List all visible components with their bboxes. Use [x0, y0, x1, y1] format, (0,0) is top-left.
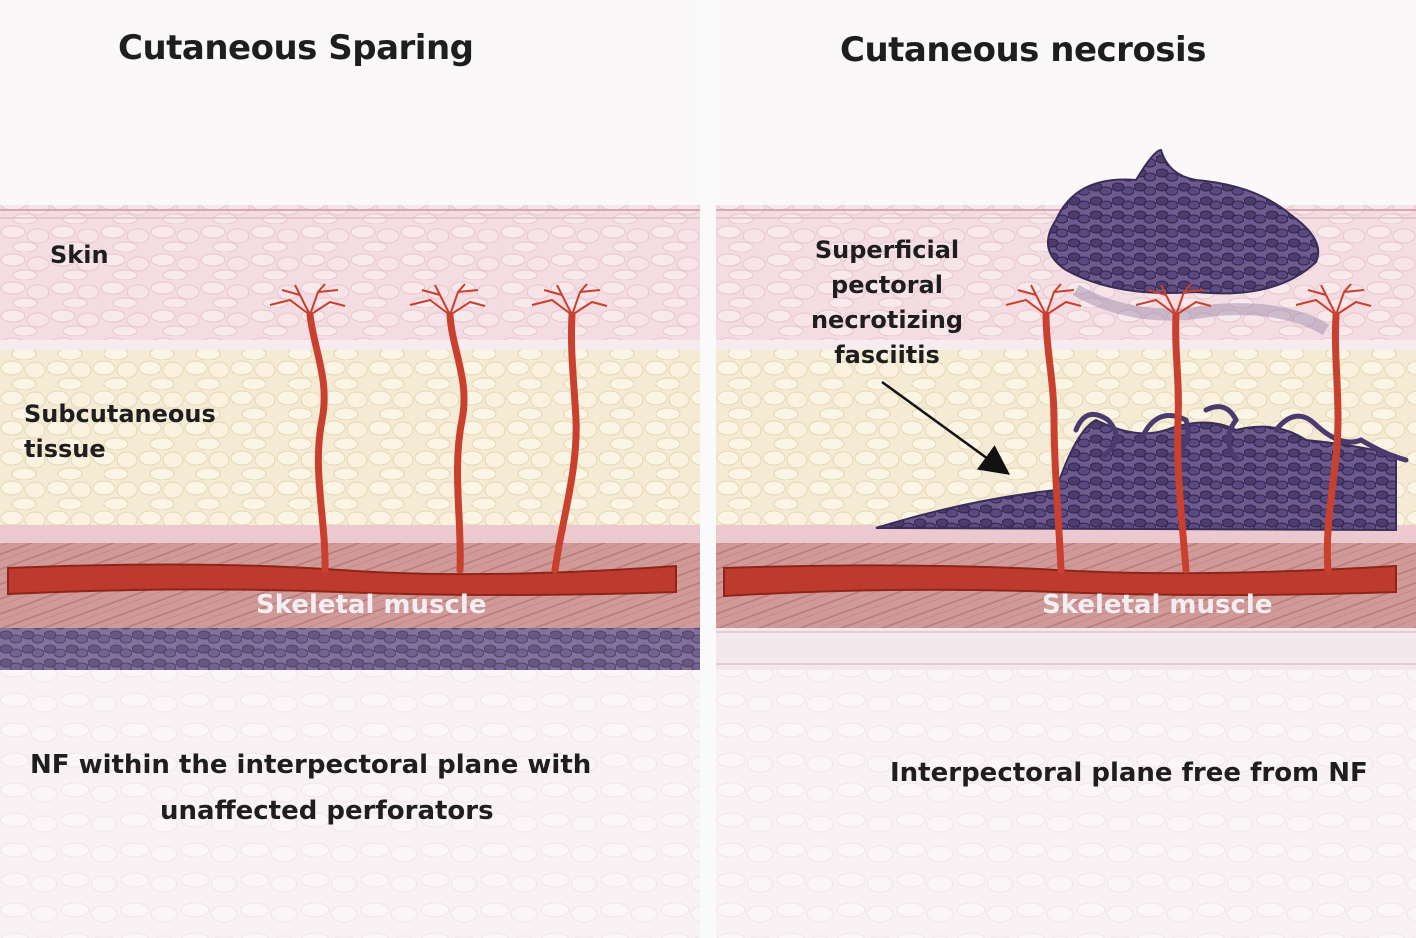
panel-divider — [700, 0, 716, 938]
annotation-line1: Superficial — [814, 236, 960, 264]
annotation-line3: necrotizing — [810, 306, 964, 334]
subcutaneous-layer — [0, 350, 700, 525]
subcutaneous-label-line1: Subcutaneous — [24, 400, 216, 428]
subcutaneous-label-line2: tissue — [24, 435, 106, 463]
panel-title: Cutaneous Sparing — [118, 28, 474, 68]
cutaneous-sparing-illustration — [0, 0, 700, 938]
cutaneous-sparing-panel: Cutaneous Sparing Skin Subcutaneous tiss… — [0, 0, 700, 938]
cutaneous-necrosis-panel: Cutaneous necrosis Superficial pectoral … — [716, 0, 1416, 938]
capillary-tufts — [269, 283, 608, 316]
caption: Interpectoral plane free from NF — [890, 758, 1368, 788]
skeletal-muscle-label: Skeletal muscle — [256, 590, 487, 620]
caption-line2: unaffected perforators — [160, 796, 494, 826]
skeletal-muscle-label: Skeletal muscle — [1042, 590, 1273, 620]
muscle-vessel-trunk — [723, 564, 1397, 598]
perforator-vessels — [306, 311, 580, 574]
muscle-vessel-trunk — [7, 563, 677, 596]
skin-layer — [0, 205, 700, 345]
cutaneous-necrosis-illustration — [716, 0, 1416, 938]
skin-label: Skin — [50, 241, 109, 269]
skin-necrosis-patch — [1047, 148, 1320, 295]
perforator-vessels — [1042, 311, 1342, 574]
necrotic-strands — [1073, 404, 1409, 463]
caption-line1: NF within the interpectoral plane with — [30, 750, 592, 780]
annotation-line4: fasciitis — [834, 341, 940, 369]
panel-title: Cutaneous necrosis — [840, 30, 1206, 70]
annotation-line2: pectoral — [831, 271, 943, 299]
capillary-tufts — [1005, 283, 1372, 316]
interpectoral-necrosis-band — [0, 628, 700, 670]
deep-tissue-layer — [0, 640, 700, 938]
annotation-arrow — [881, 380, 1011, 475]
fascial-necrosis-mass — [875, 418, 1397, 532]
